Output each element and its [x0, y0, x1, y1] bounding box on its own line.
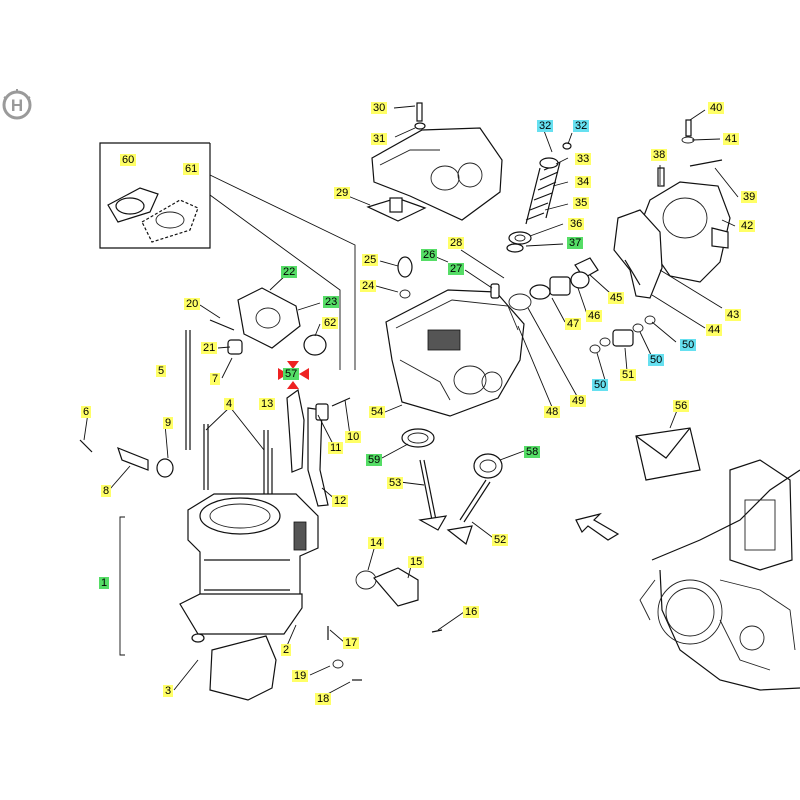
callout-50-bottom[interactable]: 50 — [592, 379, 609, 391]
cylinder-studs-part — [185, 330, 273, 500]
callout-38[interactable]: 38 — [651, 149, 668, 161]
callout-18[interactable]: 18 — [315, 693, 332, 705]
valve-cover-part — [366, 102, 503, 222]
callout-15[interactable]: 15 — [408, 556, 425, 568]
callout-19[interactable]: 19 — [292, 670, 309, 682]
callout-52[interactable]: 52 — [492, 534, 509, 546]
callout-32-left[interactable]: 32 — [537, 120, 554, 132]
callout-44[interactable]: 44 — [706, 324, 723, 336]
pump-shaft-part — [507, 271, 656, 354]
callout-37[interactable]: 37 — [567, 237, 584, 249]
callout-28[interactable]: 28 — [448, 237, 465, 249]
callout-31[interactable]: 31 — [371, 133, 388, 145]
callout-53[interactable]: 53 — [387, 477, 404, 489]
callout-30[interactable]: 30 — [371, 102, 388, 114]
callout-24[interactable]: 24 — [360, 280, 377, 292]
callout-29[interactable]: 29 — [334, 187, 351, 199]
callout-51[interactable]: 51 — [620, 369, 637, 381]
callout-41[interactable]: 41 — [723, 133, 740, 145]
callout-23[interactable]: 23 — [323, 296, 340, 308]
husqvarna-logo-icon: H — [2, 89, 32, 120]
callout-22[interactable]: 22 — [281, 266, 298, 278]
callout-62[interactable]: 62 — [322, 317, 339, 329]
callout-59[interactable]: 59 — [366, 454, 383, 466]
callout-49[interactable]: 49 — [570, 395, 587, 407]
svg-text:H: H — [11, 96, 23, 115]
callout-5[interactable]: 5 — [156, 365, 167, 377]
callout-33[interactable]: 33 — [575, 153, 592, 165]
callout-43[interactable]: 43 — [725, 309, 742, 321]
callout-1[interactable]: 1 — [99, 577, 110, 589]
callout-11[interactable]: 11 — [328, 442, 344, 454]
valve-spring-part — [506, 142, 572, 253]
callout-34[interactable]: 34 — [575, 176, 592, 188]
envelope-icon — [635, 427, 701, 481]
cylinder-part — [119, 493, 319, 701]
callout-42[interactable]: 42 — [739, 220, 756, 232]
cylinder-head-part — [385, 256, 525, 417]
callout-26[interactable]: 26 — [421, 249, 438, 261]
callout-58[interactable]: 58 — [524, 446, 541, 458]
callout-48[interactable]: 48 — [544, 406, 561, 418]
direction-arrow — [575, 512, 620, 541]
callout-21[interactable]: 21 — [201, 342, 218, 354]
callout-45[interactable]: 45 — [608, 292, 625, 304]
callout-36[interactable]: 36 — [568, 218, 585, 230]
callout-8[interactable]: 8 — [101, 485, 112, 497]
callout-40[interactable]: 40 — [708, 102, 725, 114]
callout-47[interactable]: 47 — [565, 318, 582, 330]
callout-6[interactable]: 6 — [81, 406, 92, 418]
callout-57[interactable]: 57 — [283, 368, 300, 380]
callout-2[interactable]: 2 — [281, 644, 292, 656]
chain-guides-part — [286, 388, 329, 507]
callout-14[interactable]: 14 — [368, 537, 385, 549]
callout-10[interactable]: 10 — [345, 431, 362, 443]
engine-overview-part — [639, 459, 800, 691]
callout-61[interactable]: 61 — [183, 163, 200, 175]
small-bolts-part — [79, 397, 351, 478]
valves-part — [401, 428, 503, 545]
callout-20[interactable]: 20 — [184, 298, 201, 310]
callout-9[interactable]: 9 — [163, 417, 174, 429]
exhaust-parts-part — [327, 567, 443, 681]
callout-39[interactable]: 39 — [741, 191, 758, 203]
callout-50-middle[interactable]: 50 — [648, 354, 665, 366]
callout-17[interactable]: 17 — [343, 637, 360, 649]
callout-12[interactable]: 12 — [332, 495, 349, 507]
callout-27[interactable]: 27 — [448, 263, 465, 275]
callout-50-right[interactable]: 50 — [680, 339, 697, 351]
gasket-inset-box — [99, 142, 211, 249]
callout-13[interactable]: 13 — [259, 398, 276, 410]
callout-46[interactable]: 46 — [586, 310, 603, 322]
water-pump-part — [574, 119, 731, 299]
callout-56[interactable]: 56 — [673, 400, 690, 412]
callout-7[interactable]: 7 — [210, 373, 221, 385]
callout-3[interactable]: 3 — [163, 685, 174, 697]
intake-manifold-part — [209, 287, 327, 356]
leader-lines — [83, 105, 739, 699]
callout-54[interactable]: 54 — [369, 406, 386, 418]
callout-32-right[interactable]: 32 — [573, 120, 590, 132]
callout-60[interactable]: 60 — [120, 154, 137, 166]
callout-25[interactable]: 25 — [362, 254, 379, 266]
callout-4[interactable]: 4 — [224, 398, 235, 410]
callout-16[interactable]: 16 — [463, 606, 480, 618]
callout-35[interactable]: 35 — [573, 197, 590, 209]
